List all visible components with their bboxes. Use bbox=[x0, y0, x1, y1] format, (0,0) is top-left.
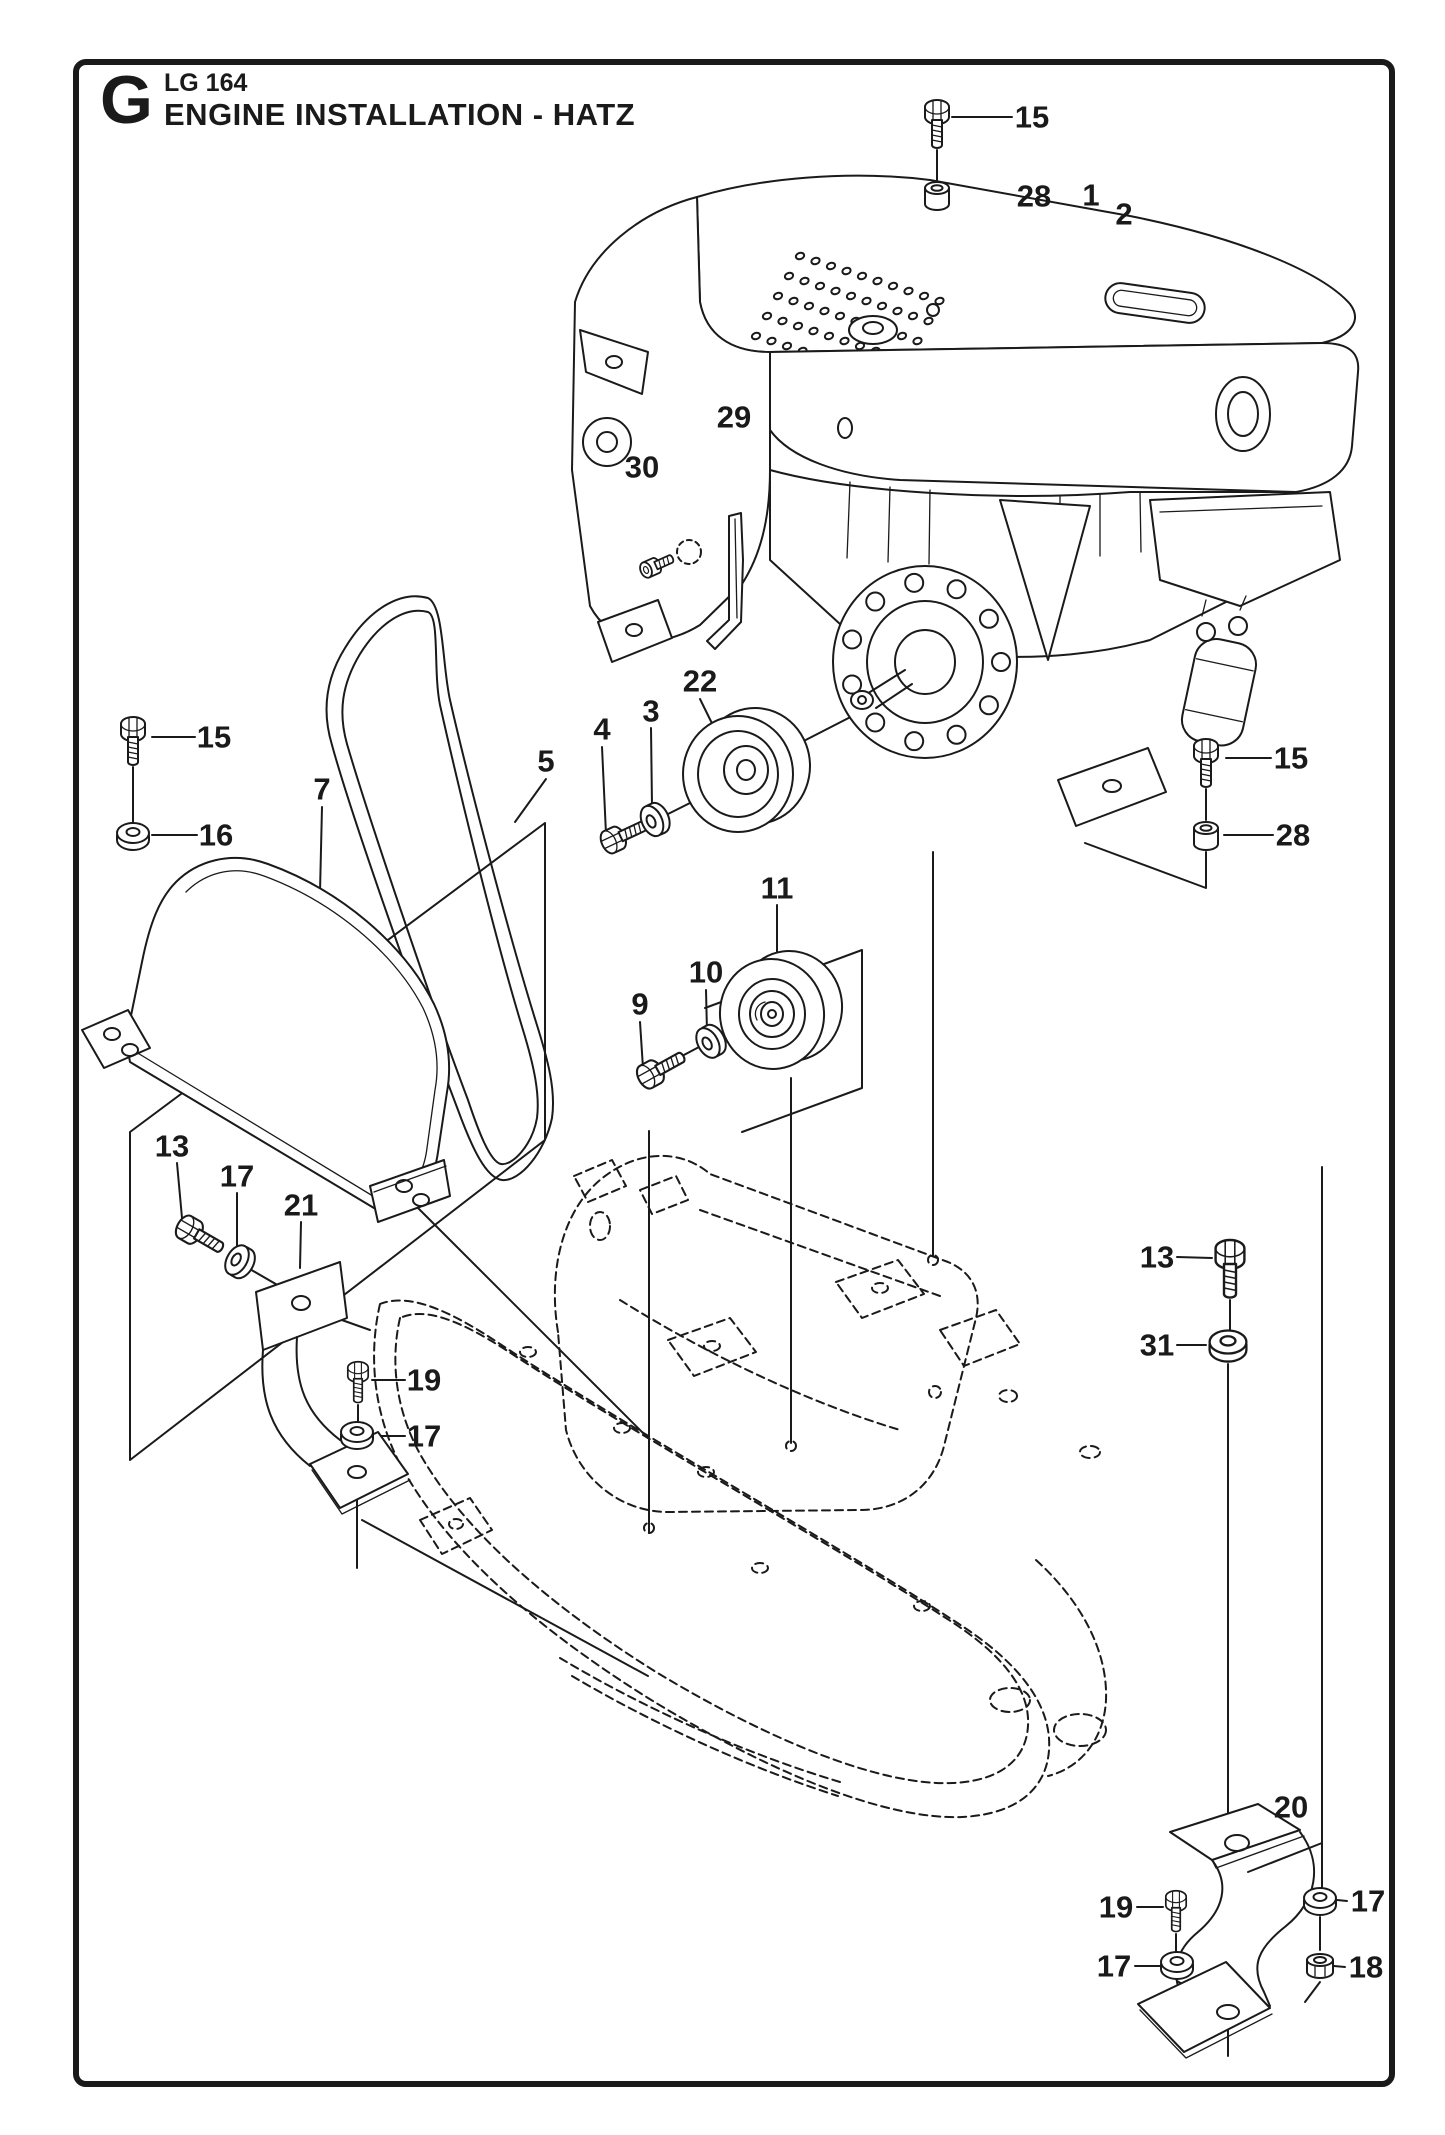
bolt-15-top bbox=[924, 99, 950, 149]
callout-20: 20 bbox=[1273, 1789, 1309, 1825]
engine-foot-left bbox=[597, 599, 673, 663]
idler-pulley bbox=[718, 950, 844, 1070]
engine-cover-strip bbox=[1104, 282, 1206, 324]
callout-29: 29 bbox=[716, 399, 752, 435]
callout-17-bottom-left: 17 bbox=[1096, 1948, 1132, 1984]
callout-1: 1 bbox=[1082, 177, 1100, 213]
base-plate-dashed-outline bbox=[373, 1155, 1108, 1819]
callout-15-right: 15 bbox=[1273, 740, 1309, 776]
page-border bbox=[73, 59, 1395, 2087]
engine-drawing bbox=[571, 174, 1360, 827]
callout-31: 31 bbox=[1139, 1327, 1175, 1363]
bolt-19-bottom bbox=[1164, 1889, 1188, 1933]
bolt-13-left bbox=[171, 1211, 230, 1261]
belt-cover bbox=[81, 856, 451, 1223]
engine-foot-right bbox=[1057, 747, 1167, 827]
callout-13-left: 13 bbox=[154, 1128, 190, 1164]
callout-22: 22 bbox=[682, 663, 718, 699]
callout-11: 11 bbox=[760, 870, 794, 906]
callout-5: 5 bbox=[537, 743, 555, 779]
callout-16: 16 bbox=[198, 817, 234, 853]
fan-shroud-wedge bbox=[999, 499, 1091, 661]
callout-28-right: 28 bbox=[1275, 817, 1311, 853]
callout-15-top: 15 bbox=[1014, 99, 1050, 135]
section-letter: G bbox=[100, 62, 153, 138]
lock-washer-dashed bbox=[676, 539, 702, 565]
spacer-28-right bbox=[1193, 821, 1219, 851]
callout-28-top: 28 bbox=[1016, 178, 1052, 214]
flywheel bbox=[832, 565, 1018, 759]
washer-17-left bbox=[219, 1240, 261, 1284]
bolt-19-mid bbox=[346, 1360, 370, 1404]
callout-17-left: 17 bbox=[219, 1158, 255, 1194]
callout-13-right: 13 bbox=[1139, 1239, 1175, 1275]
callout-19-bottom: 19 bbox=[1098, 1889, 1134, 1925]
v-belt bbox=[325, 595, 555, 1182]
fuel-filter bbox=[1180, 637, 1258, 747]
callout-9: 9 bbox=[631, 986, 649, 1022]
washer-16 bbox=[116, 822, 150, 851]
page-title: ENGINE INSTALLATION - HATZ bbox=[164, 97, 636, 132]
part-29-bracket-strip bbox=[706, 512, 744, 650]
spacer-28-top bbox=[924, 181, 950, 211]
washer-17-bottom-left bbox=[1160, 1951, 1194, 1980]
callout-10: 10 bbox=[688, 954, 724, 990]
washer-31 bbox=[1208, 1329, 1248, 1363]
bolt-15-right bbox=[1193, 738, 1219, 788]
washer-17-mid bbox=[340, 1421, 374, 1450]
support-strap-21 bbox=[255, 1261, 411, 1515]
callout-21: 21 bbox=[283, 1187, 319, 1223]
callout-4: 4 bbox=[593, 711, 611, 747]
callout-3: 3 bbox=[642, 693, 660, 729]
washer-17-bottom-right bbox=[1303, 1887, 1337, 1916]
nut-18 bbox=[1306, 1953, 1334, 1979]
model-number: LG 164 bbox=[164, 69, 248, 97]
callout-17-bottom-right: 17 bbox=[1350, 1883, 1386, 1919]
bolt-13-right bbox=[1214, 1238, 1246, 1299]
callout-19-mid: 19 bbox=[406, 1362, 442, 1398]
callout-2: 2 bbox=[1115, 196, 1133, 232]
support-bracket-20 bbox=[1137, 1803, 1315, 2059]
crankshaft-pulley bbox=[682, 707, 811, 833]
callout-15-left: 15 bbox=[196, 719, 232, 755]
bolt-15-left bbox=[120, 716, 146, 766]
callout-30: 30 bbox=[624, 449, 660, 485]
engine-side-emblem bbox=[1215, 376, 1271, 452]
washer-3 bbox=[635, 798, 676, 841]
callout-7: 7 bbox=[313, 771, 331, 807]
callout-17-mid: 17 bbox=[406, 1418, 442, 1454]
callout-18: 18 bbox=[1348, 1949, 1384, 1985]
